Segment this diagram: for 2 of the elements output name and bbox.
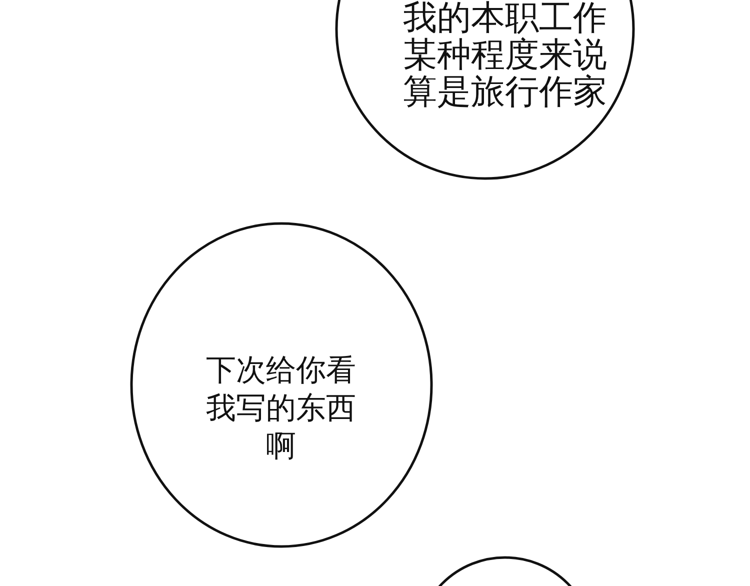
dialogue-text: 下次给你看我写的东西啊 bbox=[205, 352, 357, 466]
dialogue-text: 我的本职工作某种程度来说算是旅行作家 bbox=[402, 0, 608, 111]
